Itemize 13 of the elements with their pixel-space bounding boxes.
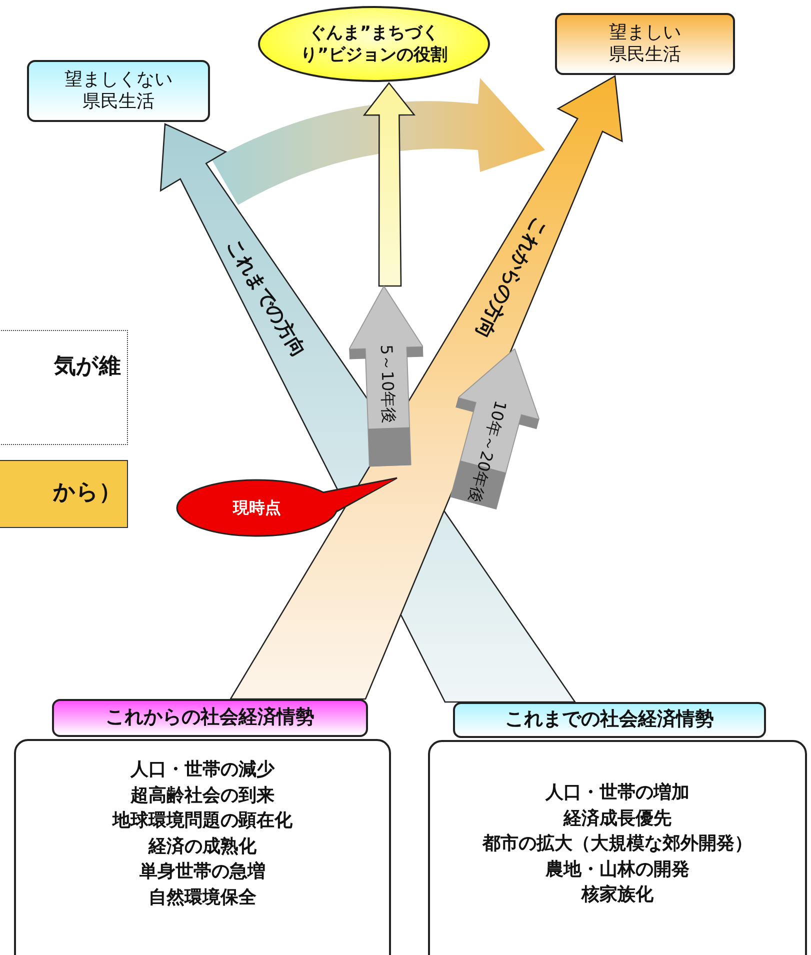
ellipse-label: ぐんま”まちづくり”ビジョンの役割 [258,6,490,82]
note-box: 気が維 [0,330,128,445]
text-box: 人口・世帯の減少 超高齢社会の到来 地球環境問題の顕在化 経済の成熟化 単身世帯の急増 自然環境保全 [14,739,391,955]
text-box: 望ましい県民生活 [555,13,735,75]
text-box: これからの社会経済情勢 [52,699,368,737]
text-box: 人口・世帯の増加 経済成長優先 都市の拡大（大規模な郊外開発） 農地・山林の開発 核家族化 [428,740,807,955]
text-box: 望ましくない県民生活 [27,60,210,122]
note-box: から） [0,460,128,528]
edge-label: これからの方向 [470,212,552,344]
text-box: これまでの社会経済情勢 [453,702,766,738]
arrow [362,82,416,287]
edge-label: これまでの方向 [221,234,311,362]
arrow [229,74,623,700]
